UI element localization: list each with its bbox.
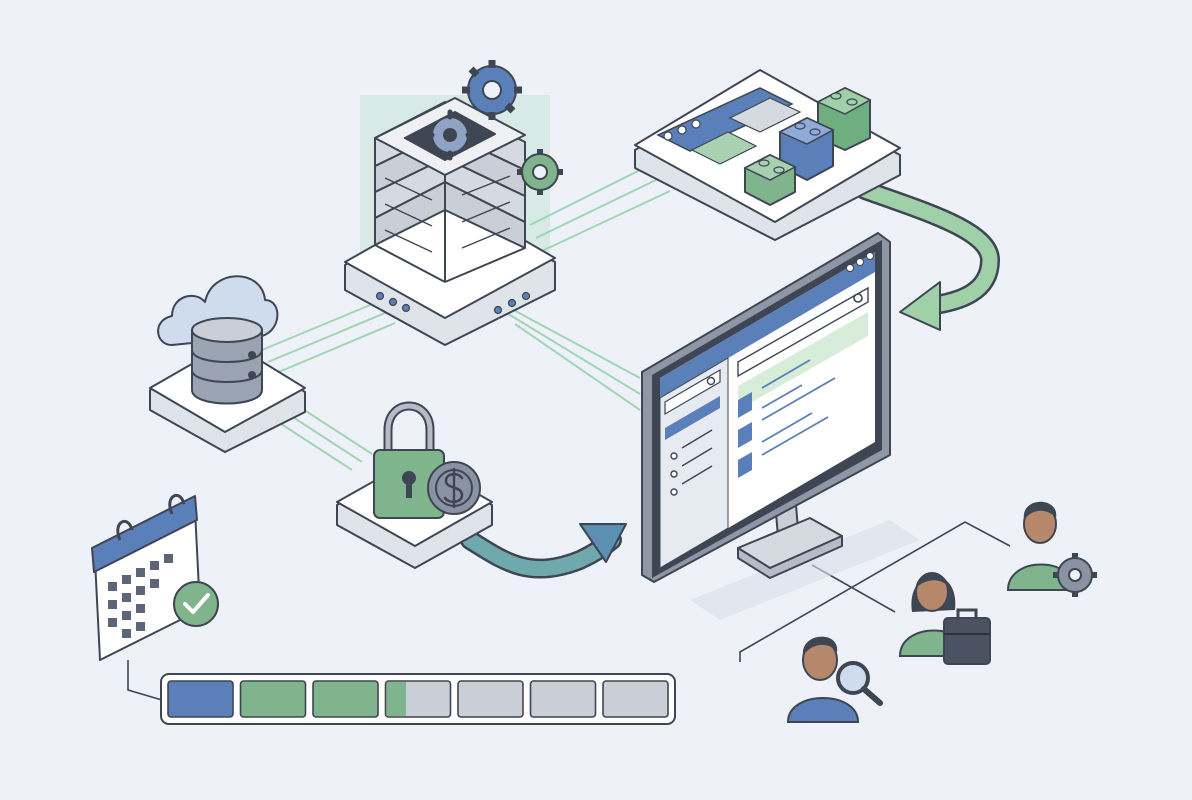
cloud-database-node (149, 275, 306, 453)
connector-cloud-server (261, 302, 396, 375)
server-rack-node (344, 60, 563, 346)
connector-server-dashboard (529, 164, 671, 252)
magnifier-icon (836, 661, 883, 706)
team-node (786, 501, 1097, 723)
gear-icon (462, 60, 522, 120)
component-dashboard-node (634, 69, 901, 241)
timeline-segment-done (167, 680, 234, 718)
flow-arrow-dashboard-monitor (855, 180, 1001, 331)
gear-icon (1053, 553, 1097, 597)
calendar-schedule-node (91, 493, 219, 661)
person-analyst-icon (786, 636, 883, 723)
search-icon (853, 293, 863, 303)
web-app-screen (659, 252, 875, 569)
secure-payment-node (336, 401, 493, 569)
monitor-shadow (690, 520, 920, 620)
check-circle-icon (173, 581, 219, 627)
gear-icon (424, 109, 476, 161)
connector-server-monitor (494, 299, 641, 411)
timeline-segment-complete (312, 680, 379, 718)
timeline-segment-pending (457, 680, 524, 718)
timeline-segment-complete (239, 680, 307, 718)
gear-icon (517, 149, 563, 195)
desktop-monitor-node (641, 232, 920, 620)
timeline-segment-pending (602, 680, 669, 718)
person-admin-icon (1006, 501, 1097, 597)
timeline-segment-pending (529, 680, 597, 718)
timeline-progress-bar (160, 673, 676, 725)
person-manager-icon (898, 572, 991, 665)
search-icon (706, 376, 716, 386)
timeline-segment-partial-fill (386, 682, 406, 716)
briefcase-icon (943, 608, 991, 665)
timeline-segments (167, 680, 669, 718)
calendar-icon (91, 493, 201, 661)
padlock-icon (373, 401, 445, 519)
database-icon (191, 317, 263, 405)
flow-arrow-lock-monitor (460, 523, 627, 579)
dollar-coin-icon (427, 461, 481, 515)
building-blocks-icon (743, 87, 872, 206)
